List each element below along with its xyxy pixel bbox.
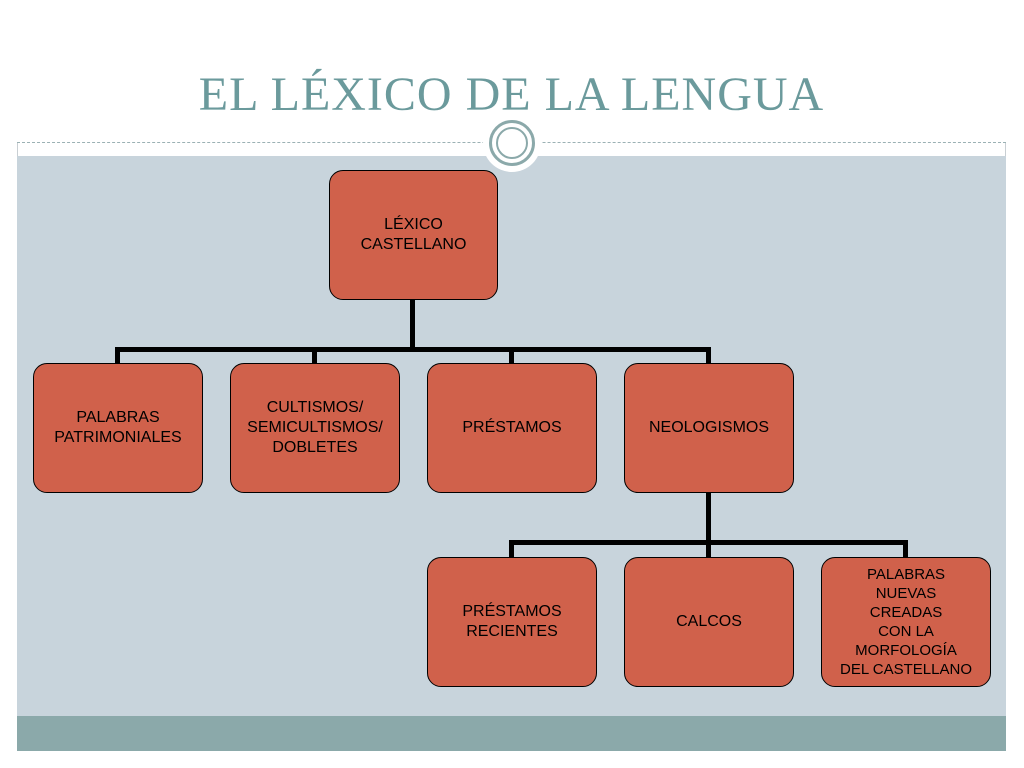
node-label: CALCOS [676, 613, 742, 630]
connector-level2-drop-2 [706, 540, 711, 557]
ring-ornament-inner [496, 127, 528, 159]
connector-level1-drop-2 [312, 347, 317, 363]
connector-level2-drop-1 [509, 540, 514, 557]
node-lexico-castellano: LÉXICO CASTELLANO [329, 170, 498, 300]
connector-root-stem [410, 300, 415, 350]
slide-title: EL LÉXICO DE LA LENGUA [198, 68, 825, 121]
node-prestamos-recientes: PRÉSTAMOS RECIENTES [427, 557, 597, 687]
node-label: PRÉSTAMOS [462, 419, 562, 436]
node-neologismos: NEOLOGISMOS [624, 363, 794, 493]
node-label: CULTISMOS/ SEMICULTISMOS/ DOBLETES [247, 399, 383, 456]
connector-level1-drop-4 [706, 347, 711, 363]
connector-level2-drop-3 [903, 540, 908, 557]
node-palabras-patrimoniales: PALABRAS PATRIMONIALES [33, 363, 203, 493]
node-cultismos: CULTISMOS/ SEMICULTISMOS/ DOBLETES [230, 363, 400, 493]
node-palabras-nuevas: PALABRAS NUEVAS CREADAS CON LA MORFOLOGÍ… [821, 557, 991, 687]
node-label: PALABRAS NUEVAS CREADAS CON LA MORFOLOGÍ… [840, 566, 972, 678]
connector-level1-drop-3 [509, 347, 514, 363]
node-label: NEOLOGISMOS [648, 419, 770, 436]
node-label: PRÉSTAMOS RECIENTES [462, 603, 562, 640]
footer-bar [17, 716, 1006, 751]
node-label: PALABRAS PATRIMONIALES [54, 409, 182, 446]
connector-level1-drop-1 [115, 347, 120, 363]
connector-neologismos-stem [706, 493, 711, 543]
node-prestamos: PRÉSTAMOS [427, 363, 597, 493]
node-label: LÉXICO CASTELLANO [360, 216, 467, 253]
connector-level1-bar [115, 347, 711, 352]
node-calcos: CALCOS [624, 557, 794, 687]
